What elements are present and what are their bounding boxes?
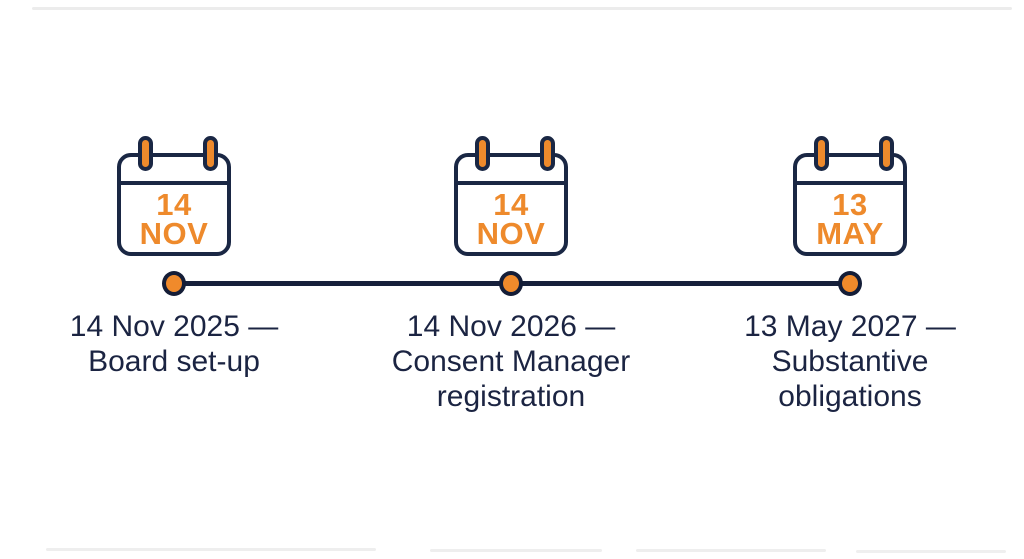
calendar-icon: 14 NOV (454, 136, 568, 256)
edge-streak-top (32, 7, 1012, 10)
edge-streak-bottom (430, 549, 602, 552)
milestone-substantive-obligations: 13 MAY 13 May 2027 — Substantive obligat… (680, 0, 1020, 559)
milestone-consent-manager-registration: 14 NOV 14 Nov 2026 — Consent Manager reg… (341, 0, 681, 559)
milestone-label: 14 Nov 2025 — Board set-up (9, 309, 339, 379)
calendar-date: 14 NOV (121, 187, 227, 251)
calendar-ring-icon (540, 136, 555, 171)
calendar-header (458, 157, 564, 185)
timeline-dot (838, 271, 862, 296)
milestone-label-line: 14 Nov 2025 — (69, 310, 279, 343)
calendar-month: NOV (476, 216, 546, 251)
calendar-header (121, 157, 227, 185)
calendar-ring-icon (814, 136, 829, 171)
milestone-label-line: Board set-up (88, 345, 260, 378)
milestone-label-line: obligations (778, 380, 922, 413)
milestone-label-line: registration (436, 380, 586, 413)
calendar-day: 14 (493, 187, 529, 222)
milestone-label-line: 14 Nov 2026 — (406, 310, 616, 343)
calendar-header (797, 157, 903, 185)
calendar-day: 13 (832, 187, 868, 222)
edge-streak-bottom (856, 550, 1006, 553)
milestone-label-line: Substantive (771, 345, 929, 378)
calendar-ring-icon (203, 136, 218, 171)
calendar-icon: 14 NOV (117, 136, 231, 256)
milestone-label-line: 13 May 2027 — (744, 310, 956, 343)
edge-streak-bottom (636, 549, 826, 552)
timeline-dot (162, 271, 186, 296)
calendar-day: 14 (156, 187, 192, 222)
edge-streak-bottom (46, 548, 376, 551)
milestone-label: 14 Nov 2026 — Consent Manager registrati… (346, 309, 676, 414)
calendar-icon: 13 MAY (793, 136, 907, 256)
calendar-ring-icon (475, 136, 490, 171)
calendar-ring-icon (879, 136, 894, 171)
milestone-label-line: Consent Manager (391, 345, 631, 378)
calendar-date: 14 NOV (458, 187, 564, 251)
milestone-label: 13 May 2027 — Substantive obligations (685, 309, 1015, 414)
timeline-dot (499, 271, 523, 296)
calendar-month: MAY (816, 216, 884, 251)
calendar-month: NOV (139, 216, 209, 251)
calendar-ring-icon (138, 136, 153, 171)
calendar-date: 13 MAY (797, 187, 903, 251)
milestone-board-setup: 14 NOV 14 Nov 2025 — Board set-up (4, 0, 344, 559)
